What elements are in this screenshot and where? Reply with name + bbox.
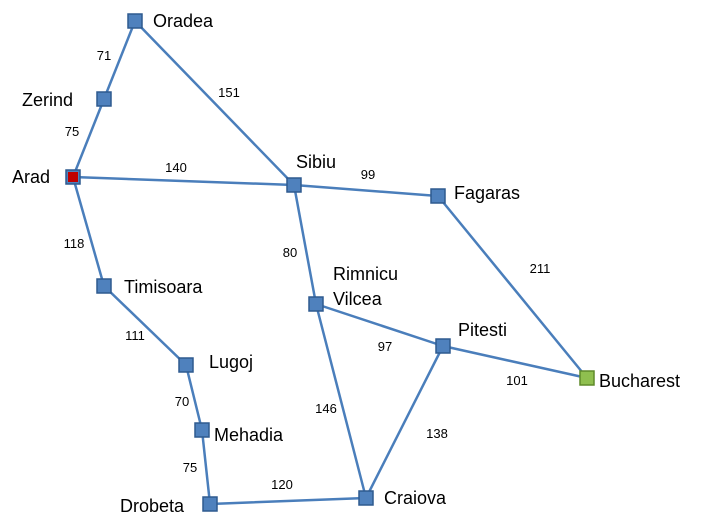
city-node-sibiu <box>286 177 302 193</box>
road-drobeta-craiova <box>208 496 368 506</box>
city-label-fagaras: Fagaras <box>454 183 520 203</box>
road-fagaras-bucharest <box>436 194 589 380</box>
city-node-drobeta <box>202 496 218 512</box>
distance-label-sibiu-fagaras: 99 <box>361 167 375 182</box>
distance-label-lugoj-mehadia: 70 <box>175 394 189 409</box>
distance-label-arad-timisoara: 118 <box>64 236 85 251</box>
distance-label-zerind-arad: 75 <box>65 124 79 139</box>
distance-label-drobeta-craiova: 120 <box>271 477 293 492</box>
road-timisoara-lugoj <box>102 284 188 367</box>
distance-label-mehadia-drobeta: 75 <box>183 460 197 475</box>
city-label-oradea: Oradea <box>153 11 214 31</box>
road-sibiu-rimnicu <box>292 183 318 306</box>
road-mehadia-drobeta <box>200 428 212 506</box>
distance-label-pitesti-bucharest: 101 <box>506 373 528 388</box>
city-label-timisoara: Timisoara <box>124 277 203 297</box>
city-label-arad: Arad <box>12 167 50 187</box>
city-label-zerind: Zerind <box>22 90 73 110</box>
city-node-zerind <box>96 91 112 107</box>
road-sibiu-fagaras <box>292 183 440 198</box>
city-node-rimnicu <box>308 296 324 312</box>
road-oradea-zerind <box>102 19 137 101</box>
city-label-rimnicu-line2: Vilcea <box>333 289 383 309</box>
city-label-craiova: Craiova <box>384 488 447 508</box>
city-node-fagaras <box>430 188 446 204</box>
start-marker <box>68 172 78 182</box>
distance-label-timisoara-lugoj: 111 <box>125 328 145 343</box>
road-rimnicu-craiova <box>314 302 368 500</box>
city-node-pitesti <box>435 338 451 354</box>
distance-label-pitesti-craiova: 138 <box>426 426 448 441</box>
city-node-mehadia <box>194 422 210 438</box>
city-node-oradea <box>127 13 143 29</box>
distance-label-rimnicu-pitesti: 97 <box>378 339 392 354</box>
road-pitesti-craiova <box>364 344 445 500</box>
distance-label-rimnicu-craiova: 146 <box>315 401 337 416</box>
distance-label-oradea-zerind: 71 <box>97 48 111 63</box>
city-node-timisoara <box>96 278 112 294</box>
road-arad-sibiu <box>71 175 296 187</box>
road-rimnicu-pitesti <box>314 302 445 348</box>
city-nodes-layer <box>65 13 595 512</box>
road-lugoj-mehadia <box>184 363 204 432</box>
city-label-mehadia: Mehadia <box>214 425 284 445</box>
distance-labels-layer: 71 151 75 140 118 99 80 211 111 97 146 70 101 138 75 12… <box>64 48 551 492</box>
city-node-lugoj <box>178 357 194 373</box>
city-label-rimnicu: Rimnicu <box>333 264 398 284</box>
distance-label-fagaras-bucharest: 211 <box>530 261 551 276</box>
city-label-bucharest: Bucharest <box>599 371 680 391</box>
distance-label-sibiu-rimnicu: 80 <box>283 245 297 260</box>
city-label-pitesti: Pitesti <box>458 320 507 340</box>
city-node-craiova <box>358 490 374 506</box>
road-pitesti-bucharest <box>441 344 589 380</box>
city-label-sibiu: Sibiu <box>296 152 336 172</box>
road-zerind-arad <box>71 97 106 179</box>
distance-label-arad-sibiu: 140 <box>165 160 187 175</box>
city-node-bucharest <box>579 370 595 386</box>
city-label-drobeta: Drobeta <box>120 496 185 516</box>
road-oradea-sibiu <box>133 19 296 187</box>
roads-layer <box>71 19 589 506</box>
city-label-lugoj: Lugoj <box>209 352 253 372</box>
distance-label-oradea-sibiu: 151 <box>218 85 240 100</box>
road-arad-timisoara <box>71 175 106 288</box>
